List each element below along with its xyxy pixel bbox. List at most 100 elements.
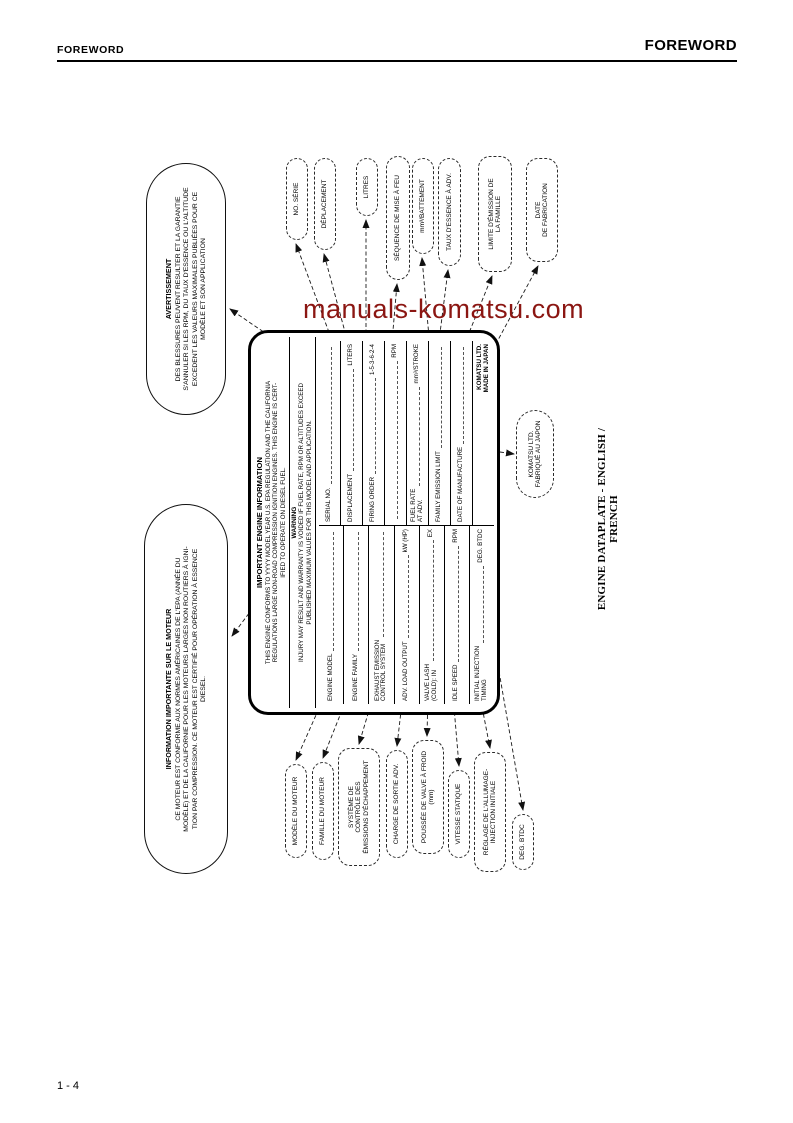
callout-fuel-rate: TAUX D'ESSENCE À ADV. bbox=[438, 158, 461, 266]
field-label: ENGINE MODEL bbox=[326, 653, 334, 701]
callout-family-emission-limit: LIMITE D'ÉMISSION DE LA FAMILLE bbox=[478, 156, 512, 272]
callout-label: SÉQUENCE DE MISE À FEU bbox=[394, 175, 402, 261]
blank-value-line bbox=[433, 540, 435, 662]
callout-engine-model: MODÈLE DU MOTEUR bbox=[285, 764, 307, 858]
blank-value-line bbox=[375, 377, 377, 474]
callout-label: DÉPLACEMENT bbox=[321, 179, 329, 229]
plate-row-valve-lash: VALVE LASH (COLD): IN EX bbox=[419, 526, 445, 704]
plate-row-komatsu-made-in-japan: KOMATSU LTD. MADE IN JAPAN bbox=[473, 341, 494, 525]
plate-field-table: ENGINE MODEL ENGINE FAMILY EXHAUST EMISS… bbox=[319, 341, 494, 704]
field-label: INITIAL INJECTION TIMING bbox=[474, 645, 488, 701]
callout-valve-lash: POUSSÉE DE VALVE À FROID (mm) bbox=[412, 740, 444, 854]
blank-value-line bbox=[353, 368, 355, 471]
field-label: IDLE SPEED bbox=[452, 664, 460, 701]
field-unit: RPM bbox=[452, 529, 460, 543]
callout-label: LITRES bbox=[363, 175, 371, 199]
callout-label: POUSSÉE DE VALVE À FROID (mm) bbox=[420, 750, 435, 844]
field-label: FAMILY EMISSION LIMIT bbox=[435, 451, 443, 522]
callout-label: RÉGLAGE DE L'ALLUMAGE- INJECTION INITIAL… bbox=[482, 768, 497, 856]
callout-label: MODÈLE DU MOTEUR bbox=[292, 776, 300, 846]
field-label: SERIAL NO. bbox=[325, 487, 333, 523]
field-label: ADV. LOAD OUTPUT bbox=[402, 641, 410, 701]
callout-label: KOMATSU LTD. FABRIQUÉ AU JAPON bbox=[527, 420, 542, 488]
blank-value-line bbox=[332, 532, 334, 651]
plate-row-initial-injection-timing: INITIAL INJECTION TIMING DEG. BTDC bbox=[470, 526, 494, 704]
callout-label: mm³/BATTEMENT bbox=[419, 179, 427, 233]
blank-value-line bbox=[483, 565, 485, 643]
blank-value-line bbox=[463, 347, 465, 444]
callout-label: SYSTÈME DE CONTRÔLE DES ÉMISSIONS D'ÉCHA… bbox=[347, 760, 370, 854]
plate-warning-text: INJURY MAY RESULT AND WARRANTY IS VOIDED… bbox=[298, 382, 313, 663]
french-info-title: INFORMATION IMPORTANTE SUR LE MOTEUR bbox=[164, 608, 174, 770]
callout-emission-control-system: SYSTÈME DE CONTRÔLE DES ÉMISSIONS D'ÉCHA… bbox=[338, 748, 380, 866]
plate-row-firing-order: FIRING ORDER 1-5-3-6-2-4 bbox=[363, 341, 386, 525]
plate-row-displacement: DISPLACEMENT LITERS bbox=[341, 341, 364, 525]
page-number: 1 - 4 bbox=[57, 1080, 80, 1092]
figure-caption: ENGINE DATAPLATE - ENGLISH / FRENCH bbox=[596, 427, 620, 611]
callout-label: CHARGE DE SORTIE ADV. bbox=[393, 763, 401, 845]
plate-row-idle-speed: IDLE SPEED RPM bbox=[444, 526, 470, 704]
field-label: ENGINE FAMILY bbox=[351, 654, 359, 701]
blank-value-line bbox=[408, 555, 410, 639]
plate-row-date-of-manufacture: DATE OF MANUFACTURE bbox=[451, 341, 474, 525]
field-value: 1-5-3-6-2-4 bbox=[369, 344, 377, 375]
callout-label: FAMILLE DU MOTEUR bbox=[319, 777, 327, 845]
plate-row-engine-model: ENGINE MODEL bbox=[319, 526, 345, 704]
plate-certification-text: THIS ENGINE CONFORMS TO YYYY MODEL YEAR … bbox=[265, 380, 287, 665]
callout-adv-load-output: CHARGE DE SORTIE ADV. bbox=[386, 750, 408, 858]
plate-divider bbox=[315, 337, 317, 708]
callout-komatsu-made-in-japan: KOMATSU LTD. FABRIQUÉ AU JAPON bbox=[516, 410, 554, 498]
plate-row-adv-load-output: ADV. LOAD OUTPUT kW (HP) bbox=[394, 526, 420, 704]
field-unit: EX bbox=[427, 529, 435, 538]
field-label: EXHAUST EMISSION CONTROL SYSTEM bbox=[373, 639, 388, 701]
field-unit: kW (HP) bbox=[402, 529, 410, 553]
blank-value-line bbox=[382, 532, 384, 637]
plate-column-left: ENGINE MODEL ENGINE FAMILY EXHAUST EMISS… bbox=[319, 526, 494, 704]
french-warning-title: AVERTISSEMENT bbox=[164, 258, 174, 320]
field-label: DISPLACEMENT bbox=[347, 473, 355, 522]
header-right-title: FOREWORD bbox=[644, 37, 737, 54]
engine-dataplate-figure: INFORMATION IMPORTANTE SUR LE MOTEUR CE … bbox=[140, 150, 620, 880]
plate-row-family-emission-limit: FAMILY EMISSION LIMIT bbox=[429, 341, 452, 525]
field-label: FUEL RATE AT ADV. bbox=[409, 488, 424, 522]
field-unit: mm³/STROKE bbox=[413, 344, 421, 384]
callout-liters: LITRES bbox=[356, 158, 378, 216]
callout-mm3-per-stroke: mm³/BATTEMENT bbox=[412, 158, 434, 254]
field-unit: DEG. BTDC bbox=[477, 529, 485, 563]
callout-idle-speed: VITESSE STATIQUE bbox=[448, 770, 470, 858]
blank-value-line bbox=[419, 386, 421, 486]
header-rule bbox=[57, 60, 737, 62]
callout-displacement: DÉPLACEMENT bbox=[314, 158, 336, 250]
callout-label: NO. SÉRIE bbox=[293, 182, 301, 216]
plate-warning-title: WARNING bbox=[291, 506, 299, 539]
callout-label: DEG. BTDC bbox=[519, 824, 527, 860]
plate-row-fuel-rate: FUEL RATE AT ADV. mm³/STROKE bbox=[407, 341, 430, 525]
plate-divider bbox=[289, 337, 291, 708]
watermark: manuals-komatsu.com bbox=[303, 294, 585, 324]
callout-injection-timing: RÉGLAGE DE L'ALLUMAGE- INJECTION INITIAL… bbox=[474, 752, 506, 872]
plate-column-right: SERIAL NO. DISPLACEMENT LITERS FIRING OR… bbox=[319, 341, 494, 526]
french-warning-body: DES BLESSURES PEUVENT RESULTER ET LA GAR… bbox=[175, 187, 207, 391]
callout-label: DATE DE FABRICATION bbox=[534, 183, 549, 237]
blank-value-line bbox=[397, 360, 399, 519]
callout-deg-btdc: DEG. BTDC bbox=[512, 814, 534, 870]
french-info-body: CE MOTEUR EST CONFORME AUX NORMES AMÉRIC… bbox=[175, 546, 207, 832]
field-unit: RPM bbox=[391, 344, 399, 358]
field-label: FIRING ORDER bbox=[369, 476, 377, 522]
plate-title: IMPORTANT ENGINE INFORMATION bbox=[255, 457, 264, 588]
header-left-title: FOREWORD bbox=[57, 44, 125, 56]
french-warning-bubble: AVERTISSEMENT DES BLESSURES PEUVENT RESU… bbox=[146, 163, 226, 415]
field-label: DATE OF MANUFACTURE bbox=[457, 446, 465, 522]
plate-row-serial-no: SERIAL NO. bbox=[319, 341, 342, 525]
plate-row-exhaust-emission-control: EXHAUST EMISSION CONTROL SYSTEM bbox=[369, 526, 395, 704]
blank-value-line bbox=[331, 347, 333, 485]
blank-value-line bbox=[458, 545, 460, 662]
blank-value-line bbox=[357, 532, 359, 651]
callout-date-of-manufacture: DATE DE FABRICATION bbox=[526, 158, 558, 262]
field-label: VALVE LASH (COLD): IN bbox=[423, 664, 438, 701]
engine-dataplate: IMPORTANT ENGINE INFORMATION THIS ENGINE… bbox=[248, 330, 500, 715]
callout-label: VITESSE STATIQUE bbox=[455, 783, 463, 845]
blank-value-line bbox=[441, 347, 443, 449]
callout-engine-family: FAMILLE DU MOTEUR bbox=[312, 762, 334, 860]
